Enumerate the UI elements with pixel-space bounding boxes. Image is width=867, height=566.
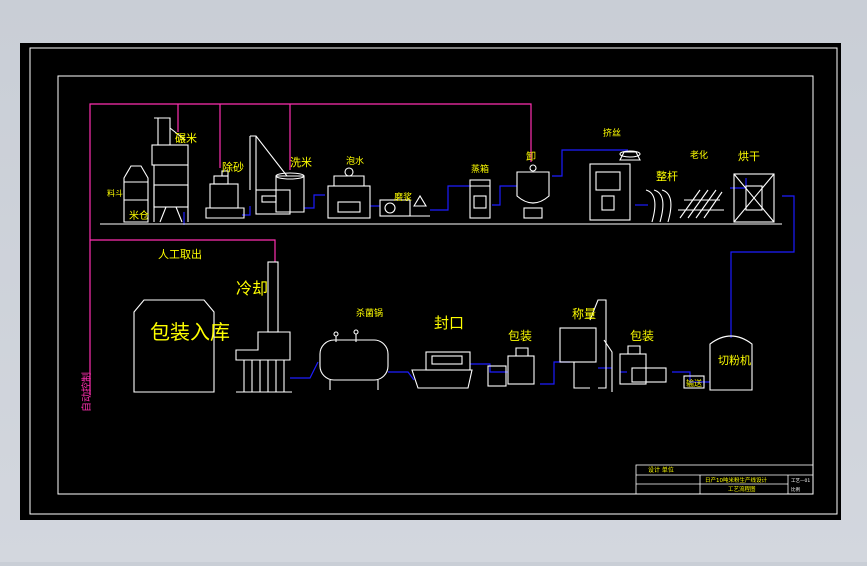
sealing-machine [411,351,473,389]
label-sealing: 封口 [434,314,464,332]
label-soaking: 泡水 [346,155,364,167]
rice-polisher [151,117,189,223]
packing-machine-2 [619,345,667,385]
title-block-drawing: 工艺流程图 [728,485,756,493]
label-destoning: 除砂 [222,160,244,174]
outer-border [29,47,838,515]
label-auto-control: 自动控制 [80,372,93,412]
label-conveyor: 输送 [686,378,702,388]
label-hopper: 料斗 [107,188,123,198]
title-block-drawing-no: 工艺—01 [791,478,810,484]
label-washing: 洗米 [290,156,312,169]
control-lines [89,103,532,395]
aging-rack [678,189,724,219]
title-block-scale: 比例 [791,486,800,493]
label-pack-store: 包装入库 [150,320,230,344]
package-store [133,299,215,393]
label-cooking-pot: 卸 [526,150,536,163]
flow-lines [183,149,795,385]
label-noodle-cutter: 切粉机 [718,353,751,367]
steam-box [469,179,491,219]
label-packing-1: 包装 [508,329,532,343]
label-packing-2: 包装 [630,329,654,343]
extruder [589,150,641,221]
cooking-pot [516,164,550,219]
drawing-sheet [20,43,841,520]
label-forming: 整杆 [656,169,678,183]
label-cooling: 冷却 [236,279,268,298]
forming-rods [645,189,672,223]
label-steam-box: 蒸箱 [471,163,489,175]
title-block-project: 日产10吨米粉生产线设计 [705,476,767,484]
sterilizer-tank [319,329,389,390]
dryer [733,173,775,223]
label-drying: 烘干 [738,149,760,163]
label-aging: 老化 [690,149,708,161]
rice-washer [249,135,305,215]
label-grinding: 磨浆 [394,191,412,203]
packing-machine-1 [487,347,535,387]
title-block: 设计 单位 日产10吨米粉生产线设计 工艺流程图 工艺—01 比例 [635,464,814,495]
cooler [235,261,292,393]
label-rice-bin: 米仓 [129,209,149,222]
label-manual-output: 人工取出 [158,247,202,261]
inner-border [57,75,814,495]
rice-bin [123,165,149,223]
process-labels: 料斗 米仓 碾米 除砂 洗米 泡水 磨浆 蒸箱 卸 挤丝 整杆 老化 烘干 人工… [107,127,760,388]
label-extrusion: 挤丝 [603,127,621,139]
grinder [379,194,430,217]
label-sterilizer: 杀菌锅 [356,307,383,319]
label-polishing: 碾米 [175,132,197,145]
title-block-designer: 设计 单位 [648,466,674,474]
destoner [205,170,245,219]
equipment [100,117,782,393]
label-weighing: 称量 [572,307,596,321]
soaking-tank [327,167,371,219]
weigher [559,299,613,392]
noodle-cutter [683,335,753,391]
